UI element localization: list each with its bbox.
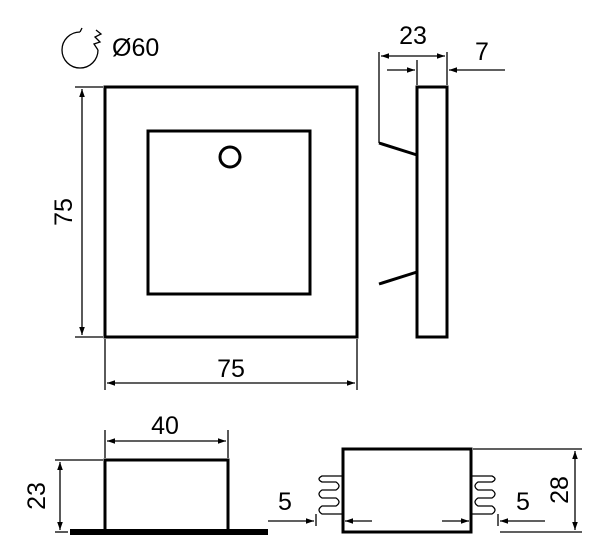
front-width-dimension	[104, 339, 358, 390]
side-frame-dimension	[387, 60, 505, 85]
connector-height-label: 28	[546, 476, 574, 504]
side-frame-label: 7	[475, 38, 489, 66]
drill-diameter-label: Ø60	[112, 34, 159, 62]
side-depth-label: 23	[399, 22, 427, 50]
bottom-view	[70, 458, 268, 535]
front-width-label: 75	[217, 355, 245, 383]
bottom-width-label: 40	[151, 412, 179, 440]
bottom-height-label: 23	[23, 482, 51, 510]
bottom-width-dimension	[104, 430, 229, 458]
connector-height-dimension	[473, 448, 582, 533]
connector-left-label: 5	[278, 488, 292, 516]
hole-saw-icon	[61, 27, 103, 69]
sensor-icon	[218, 145, 242, 169]
connector-right-label: 5	[516, 488, 530, 516]
front-view	[103, 85, 359, 339]
bottom-height-dimension	[55, 459, 103, 533]
front-height-dimension	[75, 86, 103, 338]
side-view	[378, 52, 449, 339]
front-height-label: 75	[50, 198, 78, 226]
connector-view	[315, 447, 499, 534]
